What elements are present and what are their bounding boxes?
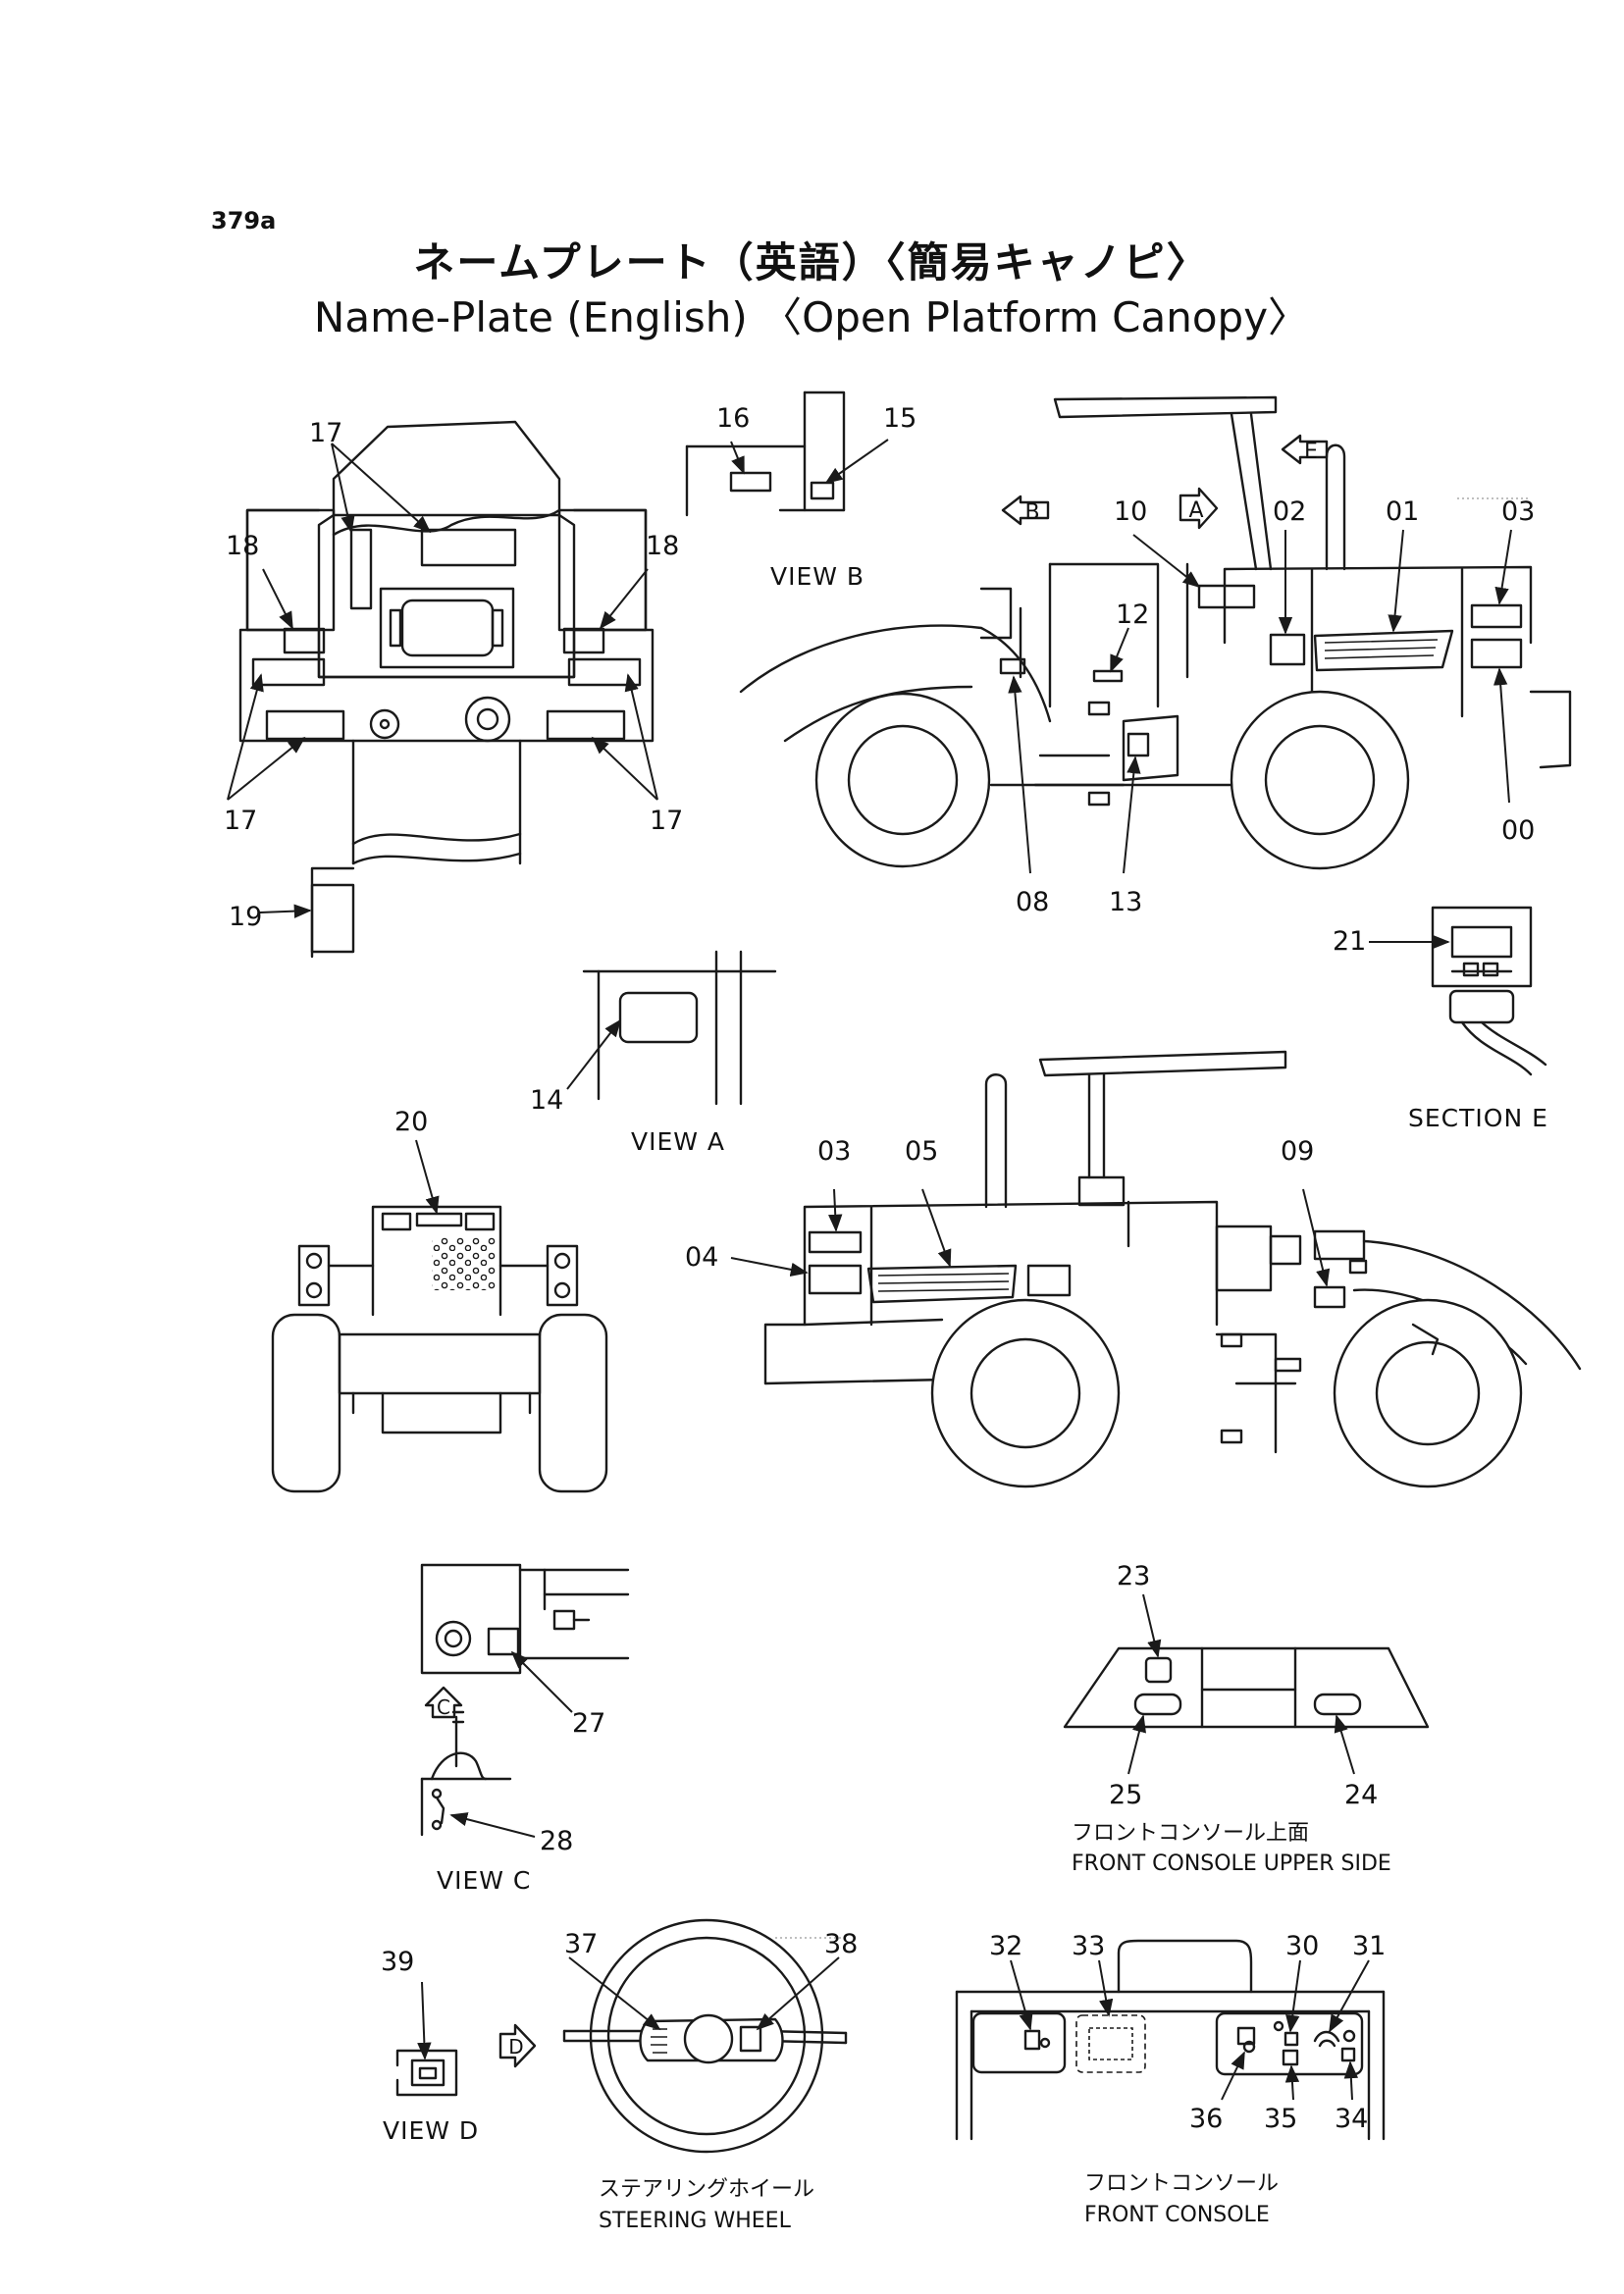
callout-numbers: 17 18 18 17 17 19 16 15 VIEW B 10 02 01 …	[224, 403, 1548, 2233]
view-marker-e-letter: E	[1304, 440, 1318, 464]
front-console-en-label: FRONT CONSOLE	[1084, 2203, 1270, 2227]
title-english: Name-Plate (English) 〈Open Platform Cano…	[314, 293, 1309, 341]
callout-17: 17	[224, 806, 257, 836]
view-marker-a-letter: A	[1188, 498, 1203, 523]
steering-wheel-en-label: STEERING WHEEL	[599, 2209, 792, 2233]
view-marker-c: C	[424, 1686, 463, 1719]
view-d-label: VIEW D	[383, 2116, 479, 2145]
steering-wheel-drawing	[562, 1918, 848, 2154]
callout-21: 21	[1333, 926, 1366, 957]
view-d-drawing	[395, 2049, 458, 2097]
callout-17: 17	[309, 418, 342, 448]
callout-09: 09	[1281, 1136, 1314, 1167]
view-marker-c-letter: C	[437, 1695, 450, 1719]
callout-15: 15	[883, 403, 917, 434]
leader-lines	[227, 439, 1512, 2101]
callout-39: 39	[381, 1947, 414, 1977]
callout-25: 25	[1109, 1780, 1142, 1810]
callout-37: 37	[564, 1929, 598, 1959]
side-view-right-drawing	[763, 1050, 1582, 1488]
callout-12: 12	[1116, 600, 1149, 630]
view-marker-d-letter: D	[508, 2035, 523, 2059]
callout-16: 16	[716, 403, 750, 434]
view-c-drawing	[420, 1563, 630, 1837]
side-view-left-drawing	[739, 395, 1572, 870]
callout-10: 10	[1114, 496, 1147, 527]
callout-27: 27	[572, 1708, 605, 1739]
view-a-drawing	[582, 950, 777, 1106]
callout-23: 23	[1117, 1561, 1150, 1591]
callout-36: 36	[1189, 2104, 1223, 2134]
callout-00: 00	[1501, 815, 1535, 846]
callout-32: 32	[989, 1931, 1022, 1961]
callout-28: 28	[540, 1826, 573, 1856]
callout-03: 03	[817, 1136, 851, 1167]
front-view-drawing	[271, 1205, 608, 1493]
callout-01: 01	[1386, 496, 1419, 527]
front-console-upper-en-label: FRONT CONSOLE UPPER SIDE	[1072, 1851, 1391, 1876]
view-a-label: VIEW A	[631, 1127, 725, 1156]
view-b-drawing	[685, 391, 846, 517]
callout-05: 05	[905, 1136, 938, 1167]
callout-34: 34	[1335, 2104, 1368, 2134]
view-marker-b: B	[1001, 495, 1050, 526]
callout-17: 17	[650, 806, 683, 836]
front-console-upper-drawing	[1063, 1646, 1430, 1729]
front-console-upper-jp-label: フロントコンソール上面	[1072, 1821, 1309, 1846]
callout-08: 08	[1016, 887, 1049, 917]
callout-38: 38	[824, 1929, 858, 1959]
callout-35: 35	[1264, 2104, 1297, 2134]
callout-20: 20	[394, 1107, 428, 1137]
callout-24: 24	[1344, 1780, 1378, 1810]
callout-31: 31	[1352, 1931, 1386, 1961]
view-marker-e: E	[1281, 434, 1329, 465]
callout-33: 33	[1072, 1931, 1105, 1961]
callout-04: 04	[685, 1242, 718, 1273]
steering-wheel-jp-label: ステアリングホイール	[599, 2177, 814, 2202]
callout-03: 03	[1501, 496, 1535, 527]
section-e-label: SECTION E	[1408, 1104, 1548, 1132]
view-marker-d: D	[498, 2023, 537, 2068]
callout-18: 18	[226, 531, 259, 561]
rear-view-drawing	[238, 420, 655, 959]
view-marker-b-letter: B	[1024, 500, 1039, 525]
page-code: 379a	[211, 207, 276, 235]
section-e-drawing	[1431, 906, 1547, 1076]
view-c-label: VIEW C	[437, 1866, 531, 1895]
callout-19: 19	[229, 902, 262, 932]
callout-13: 13	[1109, 887, 1142, 917]
front-console-jp-label: フロントコンソール	[1084, 2171, 1279, 2196]
view-marker-a: A	[1179, 487, 1219, 530]
callout-18: 18	[646, 531, 679, 561]
callout-14: 14	[530, 1085, 563, 1116]
callout-30: 30	[1285, 1931, 1319, 1961]
title-japanese: ネームプレート（英語）〈簡易キャノピ〉	[413, 238, 1209, 287]
front-console-drawing	[955, 1939, 1386, 2141]
view-b-label: VIEW B	[770, 562, 864, 591]
callout-02: 02	[1273, 496, 1306, 527]
